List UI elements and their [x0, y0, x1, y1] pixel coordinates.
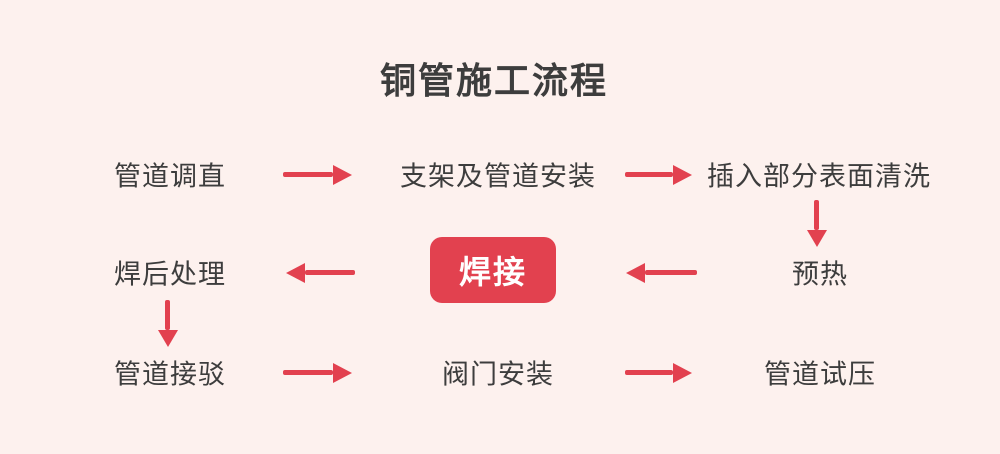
flow-node-valve-install: 阀门安装 — [442, 359, 554, 390]
arrow-right-icon — [625, 172, 673, 177]
flow-node-preheat: 预热 — [792, 259, 848, 290]
arrow-right-icon — [283, 172, 333, 177]
page-title: 铜管施工流程 — [379, 60, 609, 101]
flow-node-pressure-test: 管道试压 — [764, 359, 876, 390]
flow-node-surface-clean: 插入部分表面清洗 — [707, 161, 931, 192]
arrow-right-icon — [625, 370, 673, 375]
flow-node-bracket-install: 支架及管道安装 — [400, 161, 596, 192]
arrow-left-icon — [305, 270, 355, 275]
arrow-right-icon — [283, 370, 333, 375]
flow-node-post-weld: 焊后处理 — [114, 259, 226, 290]
flow-node-pipe-straighten: 管道调直 — [114, 161, 226, 192]
arrow-down-icon — [814, 200, 819, 230]
arrow-left-icon — [645, 270, 697, 275]
arrow-down-icon — [165, 300, 170, 330]
flow-node-pipe-connect: 管道接驳 — [114, 359, 226, 390]
flow-node-welding-highlighted: 焊接 — [430, 237, 556, 303]
